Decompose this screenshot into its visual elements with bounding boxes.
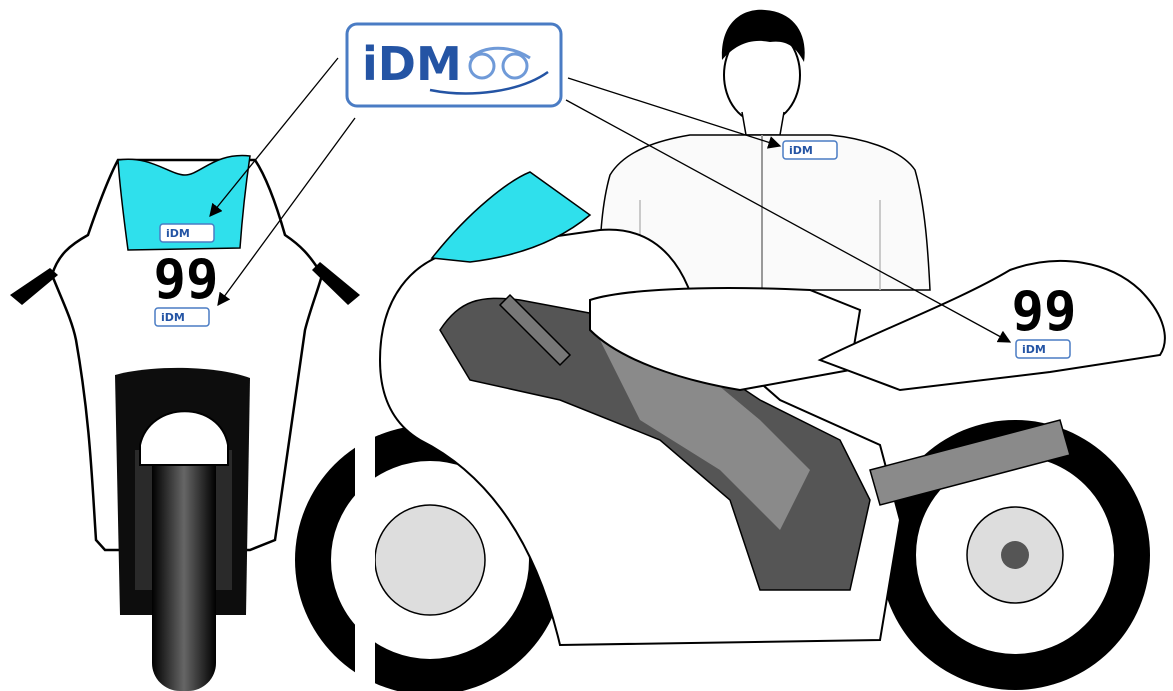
rider-neck [742,112,784,135]
front-windscreen-sticker: iDM [160,224,214,242]
front-fairing-sticker-text: iDM [161,311,185,324]
front-tyre [152,432,216,691]
tail-sticker: iDM [1016,340,1070,358]
left-mirror [10,268,58,305]
main-logo-badge: iDM [347,24,561,106]
front-fairing-sticker: iDM [155,308,209,326]
rider-chest-sticker: iDM [783,141,837,159]
main-logo-text: iDM [362,37,462,91]
front-brake-disc [375,505,485,615]
tail-sticker-text: iDM [1022,343,1046,356]
rider-chest-sticker-text: iDM [789,144,813,157]
side-race-number: 99 [1011,280,1076,343]
front-race-number: 99 [153,248,218,311]
arrow-icon [210,58,338,216]
front-windscreen-sticker-text: iDM [166,227,190,240]
